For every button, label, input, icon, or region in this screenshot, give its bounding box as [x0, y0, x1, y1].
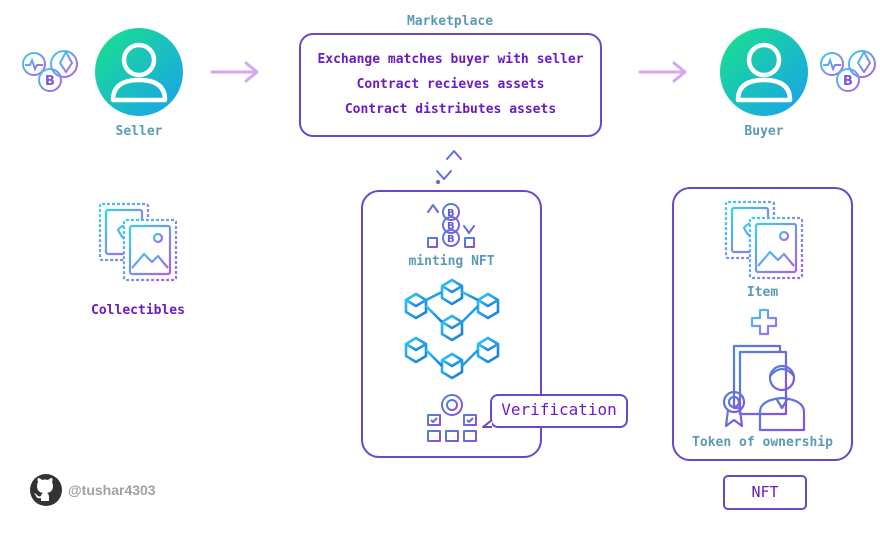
seller-label: Seller: [115, 124, 163, 139]
svg-text:B: B: [447, 234, 455, 245]
svg-text:B: B: [447, 208, 455, 219]
svg-text:B: B: [447, 221, 455, 232]
token-label: Token of ownership: [692, 435, 833, 450]
blockchain-cubes-icon: [404, 278, 500, 380]
minting-label: minting NFT: [408, 254, 495, 269]
buyer-box: [672, 187, 853, 461]
nft-label: NFT: [751, 483, 779, 501]
callout-pointer-icon: [482, 419, 493, 428]
seller-avatar-icon: [95, 28, 183, 116]
buyer-label: Buyer: [744, 124, 784, 139]
buyer-crypto-coins-icon: B: [820, 40, 876, 99]
marketplace-line: Contract distributes assets: [344, 102, 557, 117]
exchange-arrows-icon: [435, 146, 468, 185]
collectibles-stamp-cards-icon: [98, 202, 178, 282]
right-arrow-icon: [638, 61, 687, 83]
item-stamp-cards-icon: [724, 200, 804, 280]
verification-callout: [490, 394, 628, 428]
svg-text:B: B: [843, 74, 853, 89]
buyer-avatar-icon: [720, 28, 808, 116]
verification-chart-icon: [427, 394, 477, 442]
marketplace-line: Exchange matches buyer with seller: [317, 52, 584, 67]
nft-box: [723, 475, 807, 510]
seller-crypto-coins-icon: B: [22, 40, 78, 99]
minting-box: [361, 190, 542, 458]
right-arrow-icon: [210, 61, 259, 83]
certificate-owner-icon: [722, 344, 806, 432]
marketplace-line: Contract recieves assets: [356, 77, 545, 92]
marketplace-title: Marketplace: [406, 14, 494, 29]
github-icon: [30, 474, 62, 506]
footer-handle: @tushar4303: [68, 482, 156, 498]
collectibles-label: Collectibles: [91, 303, 185, 318]
plus-icon: [750, 308, 778, 336]
marketplace-box: Exchange matches buyer with seller Contr…: [299, 33, 602, 137]
svg-text:B: B: [45, 74, 55, 89]
verification-label: Verification: [501, 400, 617, 419]
item-label: Item: [746, 285, 779, 300]
bitcoin-stack-icon: B B B: [427, 203, 475, 248]
